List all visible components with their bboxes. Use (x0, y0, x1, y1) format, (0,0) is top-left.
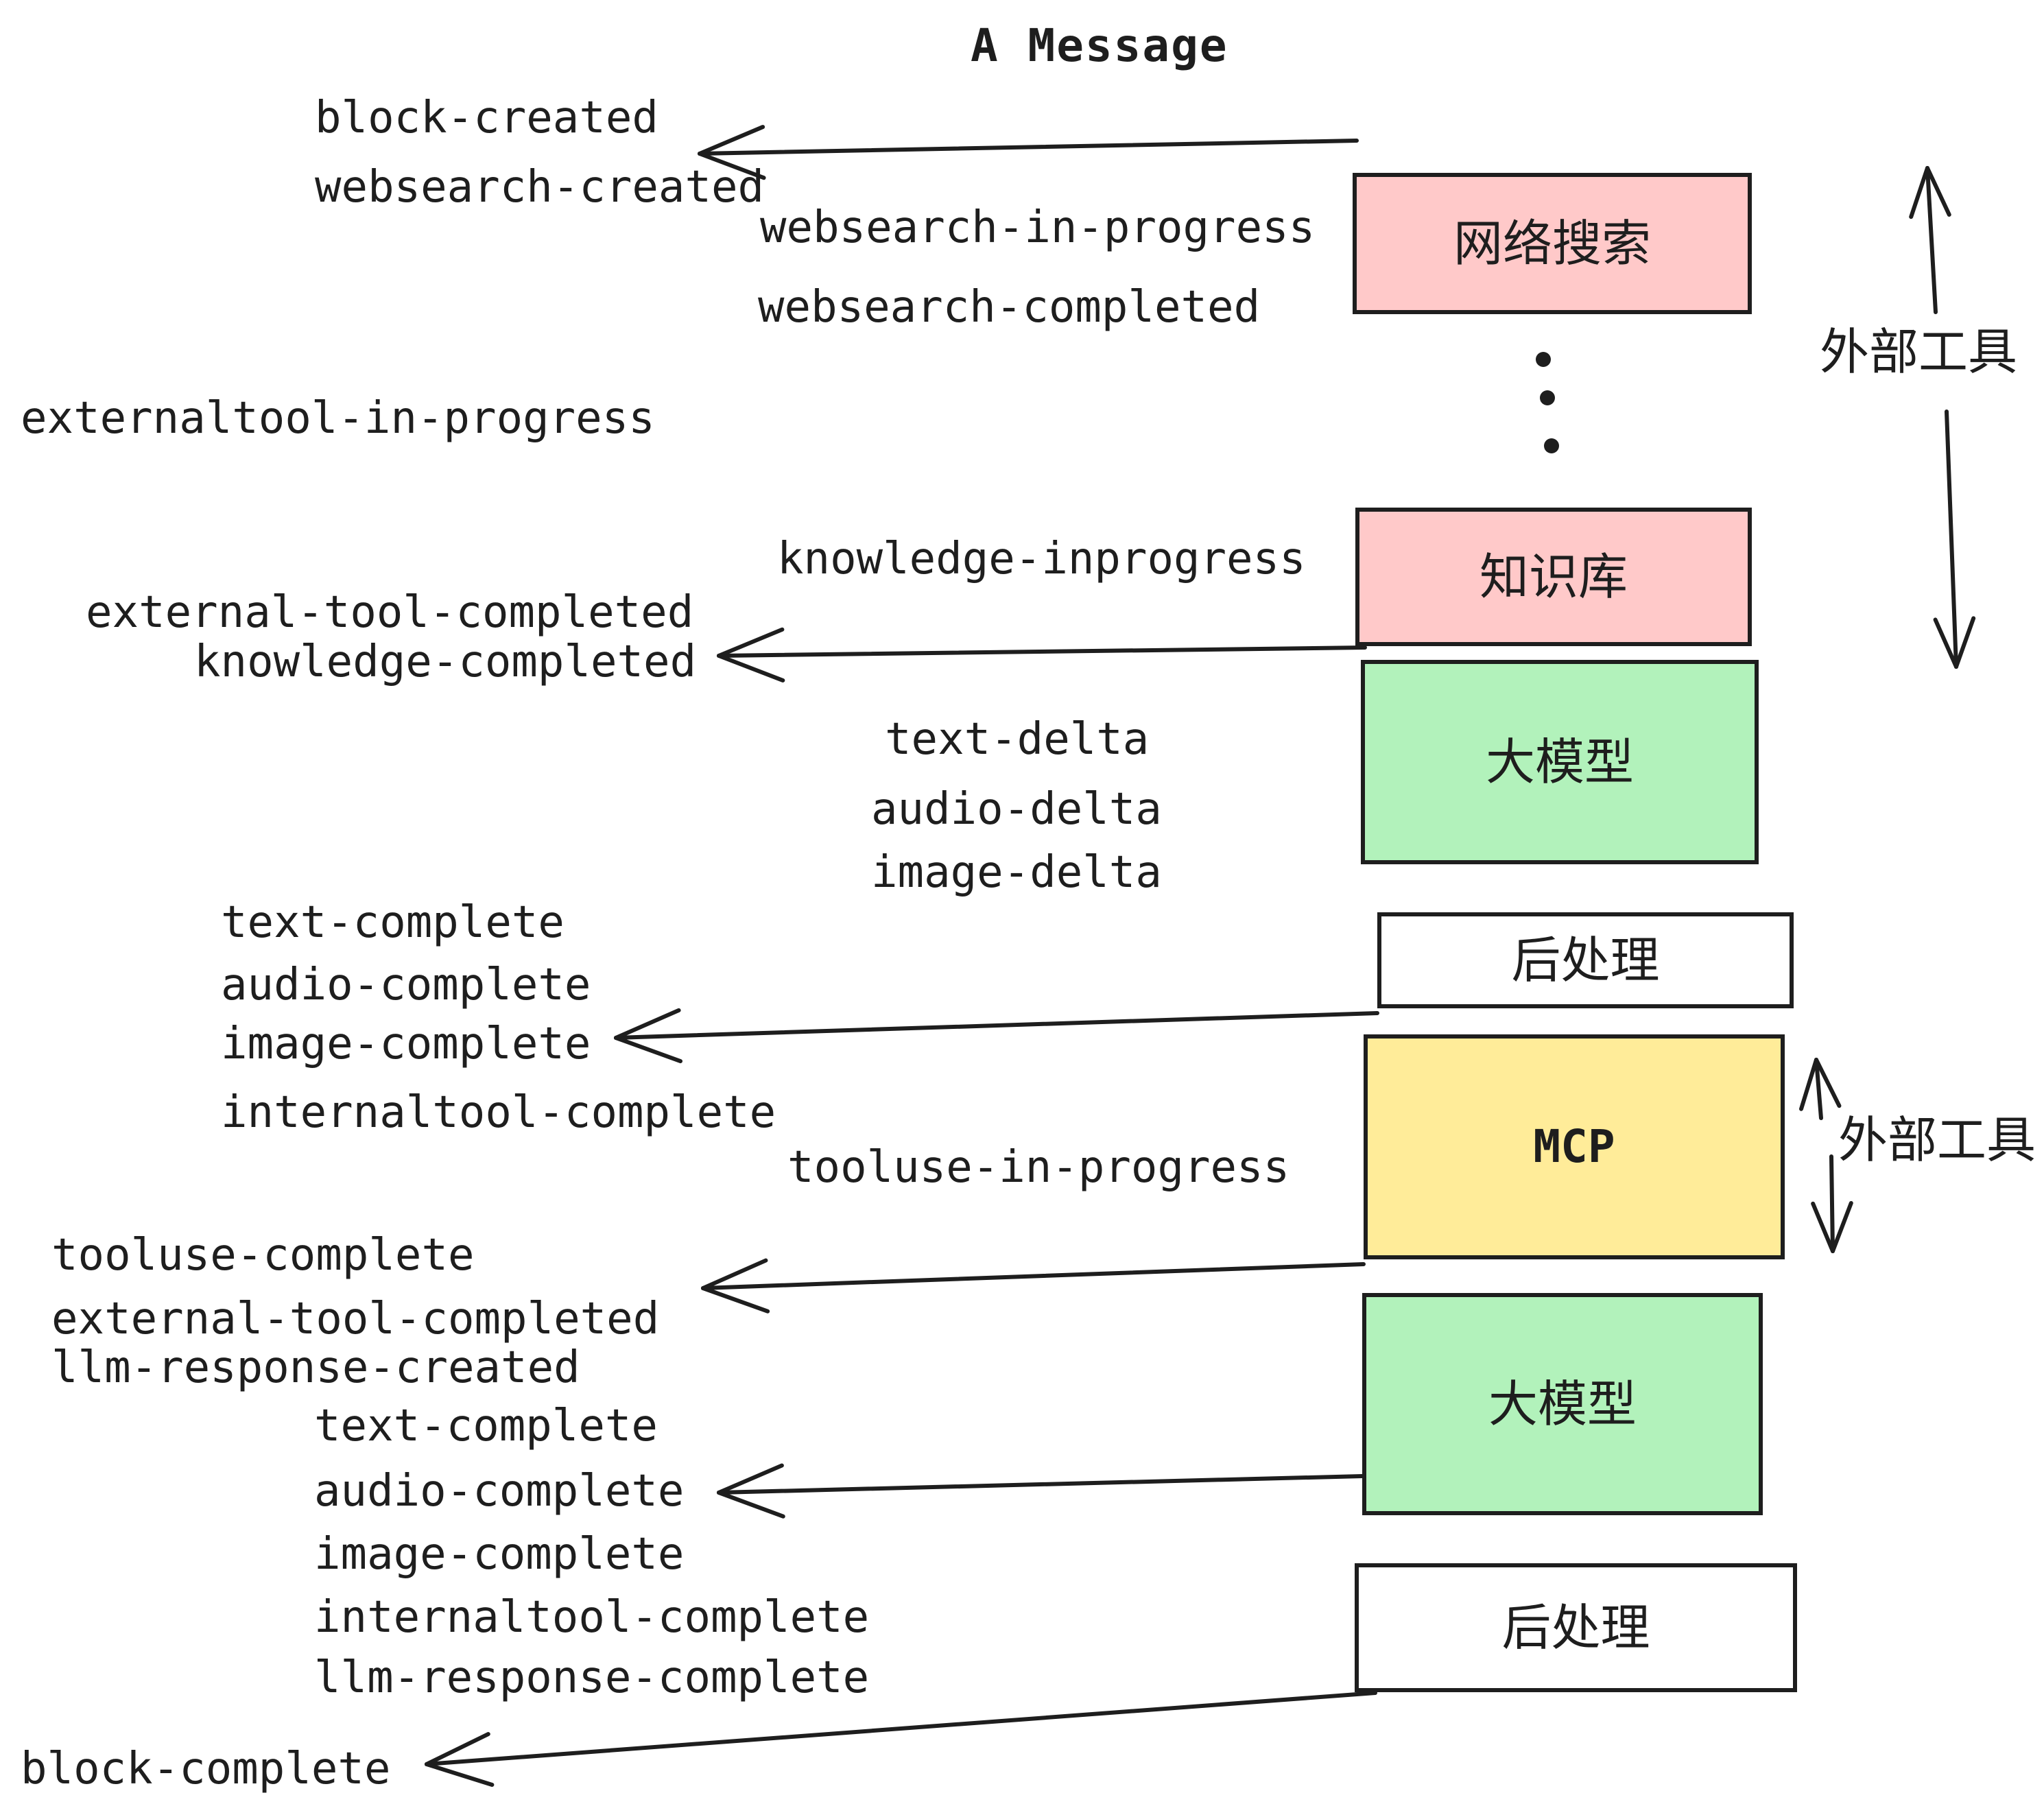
event-label-audio-delta-9: audio-delta (871, 784, 1162, 835)
box-llm-1: 大模型 (1361, 660, 1759, 864)
event-label-knowledge-completed-7: knowledge-completed (194, 637, 697, 687)
arrow-tooluse-complete (701, 1258, 1366, 1314)
box-post-1: 后处理 (1377, 912, 1794, 1008)
event-label-llm-response-created-18: llm-response-created (51, 1342, 580, 1393)
event-label-websearch-completed-3: websearch-completed (758, 282, 1261, 333)
event-label-externaltool-in-progress-4: externaltool-in-progress (21, 393, 655, 444)
arrow-image-complete (614, 1008, 1379, 1064)
box-knowledge: 知识库 (1355, 508, 1752, 646)
box-label-post-1: 后处理 (1511, 931, 1660, 989)
event-label-tooluse-in-progress-15: tooluse-in-progress (787, 1142, 1290, 1193)
arrow-block-created (698, 125, 1359, 180)
event-label-llm-response-complete-23: llm-response-complete (314, 1652, 870, 1703)
event-label-text-complete-19: text-complete (314, 1401, 658, 1451)
box-llm-2: 大模型 (1362, 1293, 1763, 1515)
event-label-tooluse-complete-16: tooluse-complete (51, 1230, 475, 1281)
event-label-external-tool-completed-6: external-tool-completed (86, 587, 694, 638)
arrow-audio-complete-2 (717, 1463, 1364, 1519)
annotation-external-tools-2: 外部工具 (1838, 1111, 2036, 1169)
event-label-audio-complete-20: audio-complete (314, 1466, 685, 1517)
event-label-knowledge-inprogress-5: knowledge-inprogress (777, 534, 1306, 584)
event-label-external-tool-completed-17: external-tool-completed (51, 1294, 660, 1344)
box-label-websearch: 网络搜索 (1453, 215, 1651, 272)
arrow-external-2-up (1798, 1058, 1842, 1120)
box-label-mcp: MCP (1533, 1120, 1615, 1173)
arrow-external-2-down (1811, 1154, 1853, 1253)
event-label-internaltool-complete-14: internaltool-complete (221, 1087, 776, 1138)
event-label-text-complete-11: text-complete (221, 897, 565, 948)
annotation-external-tools-1: 外部工具 (1819, 323, 2018, 381)
box-websearch: 网络搜索 (1353, 173, 1752, 314)
box-label-llm-2: 大模型 (1488, 1375, 1637, 1433)
box-label-knowledge: 知识库 (1479, 548, 1628, 606)
box-label-llm-1: 大模型 (1485, 733, 1634, 791)
arrow-knowledge-completed (717, 627, 1367, 683)
arrow-block-complete (425, 1691, 1377, 1788)
box-label-post-2: 后处理 (1501, 1599, 1650, 1657)
event-label-audio-complete-12: audio-complete (221, 960, 591, 1010)
event-label-text-delta-8: text-delta (885, 714, 1150, 765)
event-label-image-delta-10: image-delta (871, 847, 1162, 898)
ellipsis-dot-3 (1544, 438, 1559, 453)
ellipsis-dot-2 (1540, 390, 1555, 405)
event-label-internaltool-complete-22: internaltool-complete (314, 1592, 870, 1643)
event-label-block-complete-24: block-complete (21, 1744, 391, 1794)
diagram-title: A Message (971, 19, 1228, 72)
arrow-external-1-down (1933, 410, 1976, 669)
event-label-image-complete-21: image-complete (314, 1529, 685, 1580)
box-mcp: MCP (1364, 1034, 1785, 1259)
arrow-external-1-up (1909, 166, 1951, 314)
box-post-2: 后处理 (1355, 1563, 1797, 1692)
ellipsis-dot-1 (1536, 352, 1551, 367)
event-label-block-created-0: block-created (315, 93, 658, 143)
event-label-websearch-in-progress-2: websearch-in-progress (760, 202, 1316, 253)
event-label-websearch-created-1: websearch-created (315, 162, 765, 213)
event-label-image-complete-13: image-complete (221, 1019, 591, 1069)
